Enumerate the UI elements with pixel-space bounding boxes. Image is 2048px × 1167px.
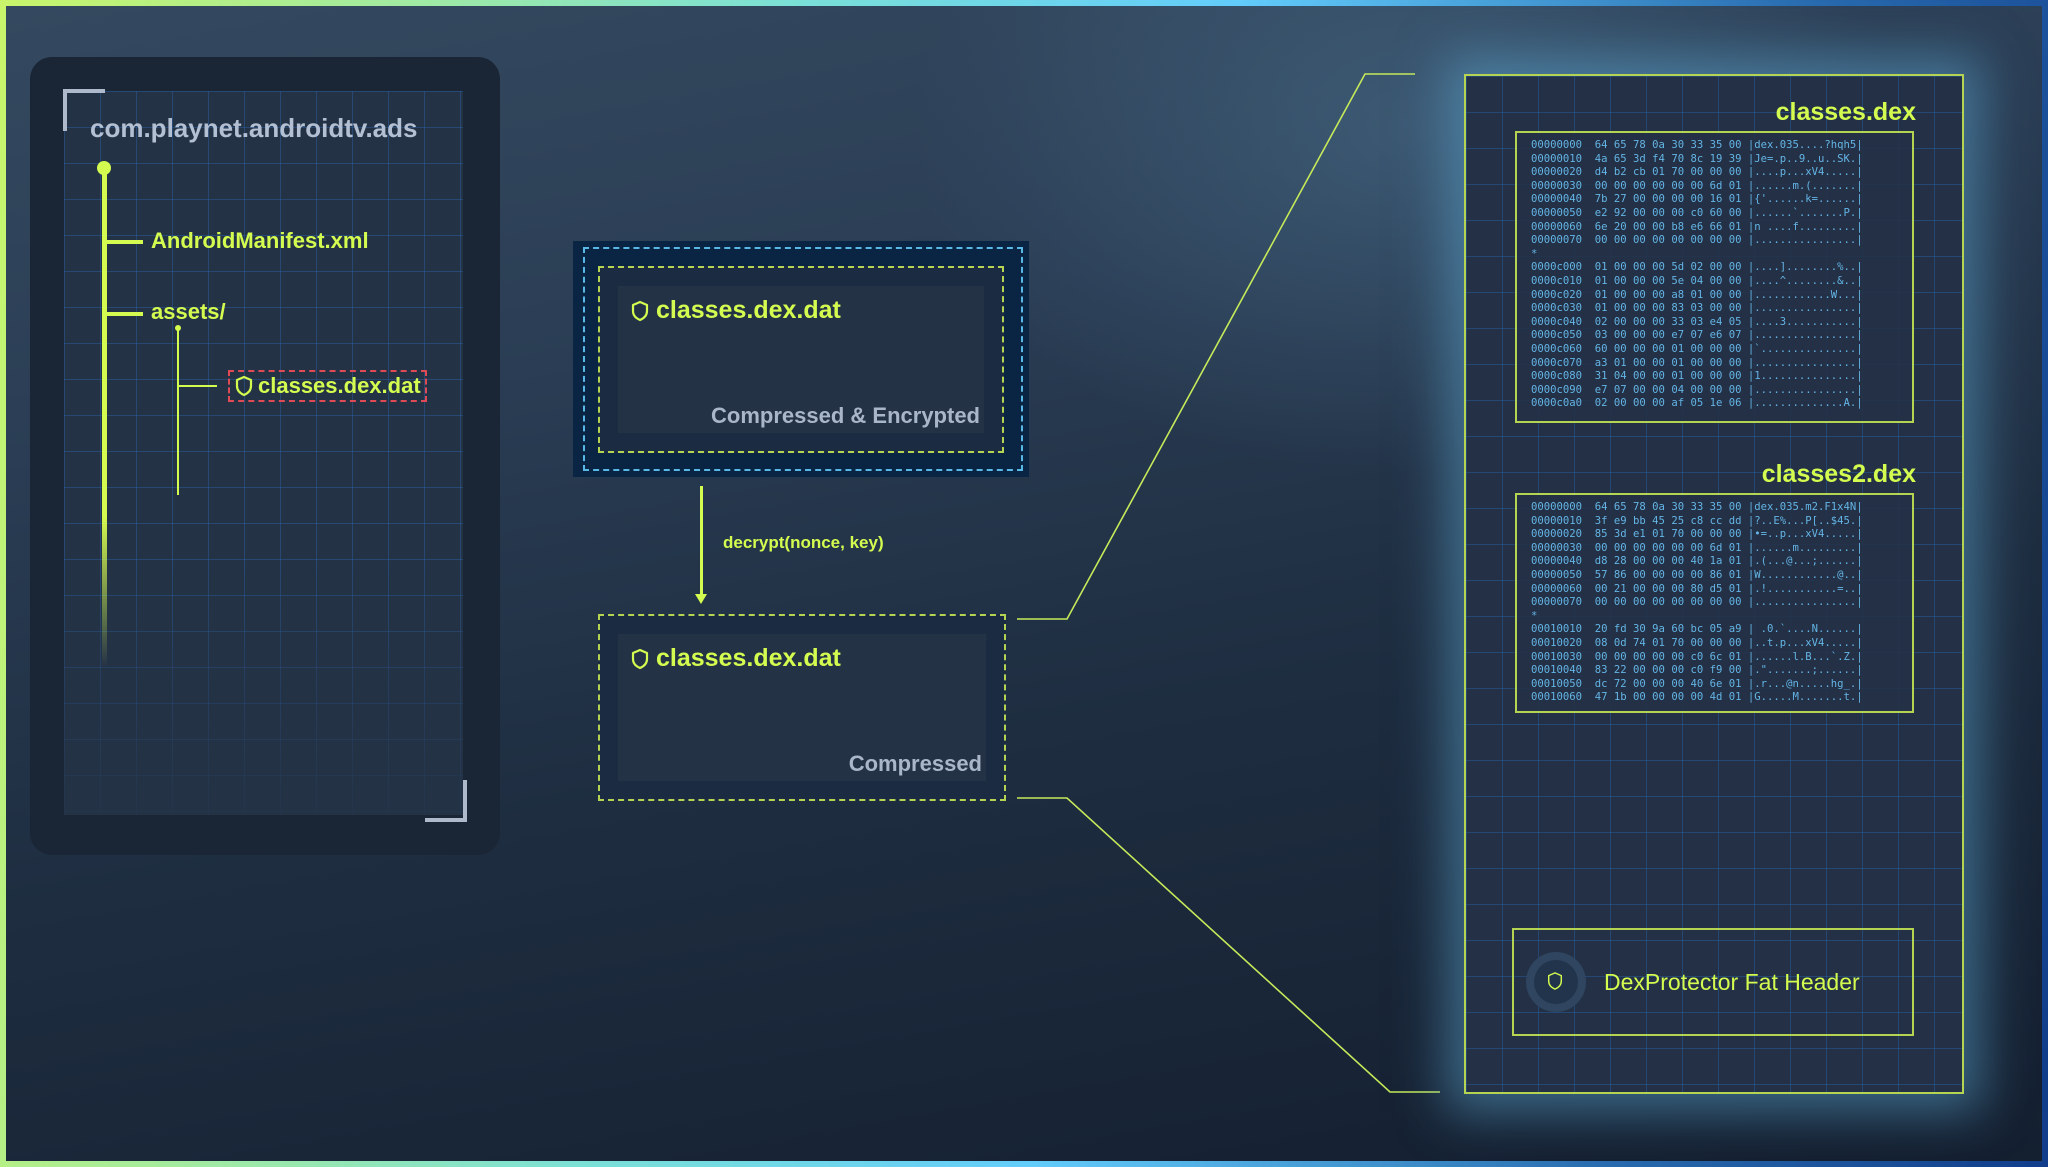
tree-item-assets[interactable]: assets/ <box>151 299 226 324</box>
decrypt-step-label: decrypt(nonce, key) <box>723 533 884 552</box>
hexdump-line: 00010040 83 22 00 00 00 c0 f9 00 |."....… <box>1531 664 1863 677</box>
hexdump-line: 00010060 47 1b 00 00 00 00 4d 01 |G.....… <box>1531 691 1863 704</box>
hexdump-line: 00000050 57 86 00 00 00 00 86 01 |W.....… <box>1531 568 1863 581</box>
decrypted-state-label: Compressed <box>848 751 982 776</box>
hexdump-line: 0000c040 02 00 00 00 33 03 e4 05 |....3.… <box>1531 315 1863 328</box>
hexdump-line: 00000020 85 3d e1 01 70 00 00 00 |•=..p.… <box>1531 528 1863 541</box>
hexdump-line: 00000040 7b 27 00 00 00 00 16 01 |{'....… <box>1531 193 1863 206</box>
hexdump-line: 00000040 d8 28 00 00 00 40 1a 01 |.(...@… <box>1531 555 1863 568</box>
hexdump-line: 00000010 3f e9 bb 45 25 c8 cc dd |?..E%.… <box>1531 514 1863 527</box>
dex-title-classes2: classes2.dex <box>1761 460 1916 488</box>
shield-icon <box>630 648 650 670</box>
encrypted-filename: classes.dex.dat <box>656 296 841 324</box>
tree-item-classes-dex-dat[interactable]: classes.dex.dat <box>228 370 427 402</box>
decrypted-file-box[interactable]: classes.dex.dat Compressed <box>598 614 1006 801</box>
tree-item-manifest[interactable]: AndroidManifest.xml <box>151 228 369 253</box>
hexdump-line: 00000000 64 65 78 0a 30 33 35 00 |dex.03… <box>1531 501 1863 513</box>
hexdump-classes: 00000000 64 65 78 0a 30 33 35 00 |dex.03… <box>1515 131 1914 423</box>
shield-icon <box>1546 971 1566 993</box>
hexdump-line: 00010010 20 fd 30 9a 60 bc 05 a9 | .0.`.… <box>1531 623 1863 636</box>
hexdump-line: 00000010 4a 65 3d f4 70 8c 19 39 |Je=.p.… <box>1531 152 1863 165</box>
decrypt-arrow-head-icon <box>695 594 707 604</box>
fat-header-box[interactable]: DexProtector Fat Header <box>1512 928 1914 1036</box>
encrypted-file-title: classes.dex.dat <box>630 296 841 325</box>
hexdump-line: 00010020 08 0d 74 01 70 00 00 00 |..t.p.… <box>1531 636 1863 649</box>
hexdump-line: * <box>1531 609 1538 622</box>
hexdump-line: * <box>1531 247 1538 260</box>
tree-assets-line <box>177 327 179 495</box>
decrypt-arrow-line <box>700 486 703 596</box>
tree-root-dot <box>97 161 111 175</box>
dex-title-classes: classes.dex <box>1775 98 1916 126</box>
hexdump-line: 0000c000 01 00 00 00 5d 02 00 00 |....].… <box>1531 261 1863 274</box>
hexdump-line: 00000020 d4 b2 cb 01 70 00 00 00 |....p.… <box>1531 166 1863 179</box>
shield-icon <box>234 375 254 397</box>
tree-trunk-line <box>102 167 107 667</box>
hexdump-line: 00000030 00 00 00 00 00 00 6d 01 |......… <box>1531 541 1863 554</box>
dex-output-panel: classes.dex 00000000 64 65 78 0a 30 33 3… <box>1464 74 1964 1094</box>
fat-header-label: DexProtector Fat Header <box>1604 968 1860 995</box>
hexdump-line: 0000c010 01 00 00 00 5e 04 00 00 |....^.… <box>1531 274 1863 287</box>
hexdump-line: 0000c020 01 00 00 00 a8 01 00 00 |......… <box>1531 288 1863 301</box>
hexdump-line: 00000070 00 00 00 00 00 00 00 00 |......… <box>1531 234 1863 247</box>
hexdump-line: 00000060 6e 20 00 00 b8 e6 66 01 |n ....… <box>1531 220 1863 233</box>
decrypted-filename: classes.dex.dat <box>656 644 841 672</box>
hexdump-line: 0000c030 01 00 00 00 83 03 00 00 |......… <box>1531 302 1863 315</box>
encrypted-container: classes.dex.dat Compressed & Encrypted <box>573 241 1029 477</box>
tree-assets-dot <box>175 325 181 331</box>
hexdump-line: 00000030 00 00 00 00 00 00 6d 01 |......… <box>1531 179 1863 192</box>
tree-branch-manifest <box>107 240 143 244</box>
hexdump-line: 00010030 00 00 00 00 00 c0 6c 01 |......… <box>1531 650 1863 663</box>
hexdump-classes2: 00000000 64 65 78 0a 30 33 35 00 |dex.03… <box>1515 493 1914 713</box>
apk-panel <box>30 57 500 855</box>
package-name: com.playnet.androidtv.ads <box>90 113 418 143</box>
hexdump-line: 0000c090 e7 07 00 00 04 00 00 00 |......… <box>1531 383 1863 396</box>
tree-branch-classes-dat <box>179 385 217 387</box>
encrypted-state-label: Compressed & Encrypted <box>711 403 980 428</box>
hexdump-line: 00000070 00 00 00 00 00 00 00 00 |......… <box>1531 596 1863 609</box>
corner-bracket-bottom-right <box>425 780 467 822</box>
hexdump-line: 00010050 dc 72 00 00 00 40 6e 01 |.r...@… <box>1531 677 1863 690</box>
hexdump-line: 00000050 e2 92 00 00 00 c0 60 00 |......… <box>1531 206 1863 219</box>
apk-panel-screen <box>64 91 463 815</box>
hexdump-line: 0000c0a0 02 00 00 00 af 05 1e 06 |......… <box>1531 397 1863 410</box>
hexdump-line: 0000c050 03 00 00 00 e7 07 e6 07 |......… <box>1531 329 1863 342</box>
fat-header-icon-badge <box>1526 952 1586 1012</box>
encrypted-file-box[interactable]: classes.dex.dat Compressed & Encrypted <box>598 266 1004 453</box>
hexdump-line: 0000c070 a3 01 00 00 01 00 00 00 |......… <box>1531 356 1863 369</box>
decrypted-file-title: classes.dex.dat <box>630 644 841 673</box>
tree-item-label: classes.dex.dat <box>258 373 421 398</box>
hexdump-line: 00000060 00 21 00 00 00 80 d5 01 |.!....… <box>1531 582 1863 595</box>
tree-branch-assets <box>107 312 143 316</box>
hexdump-line: 0000c060 60 00 00 00 01 00 00 00 |`.....… <box>1531 342 1863 355</box>
corner-bracket-top-left <box>63 89 105 131</box>
shield-icon <box>630 300 650 322</box>
hexdump-line: 0000c080 31 04 00 00 01 00 00 00 |1.....… <box>1531 370 1863 383</box>
hexdump-line: 00000000 64 65 78 0a 30 33 35 00 |dex.03… <box>1531 139 1863 151</box>
